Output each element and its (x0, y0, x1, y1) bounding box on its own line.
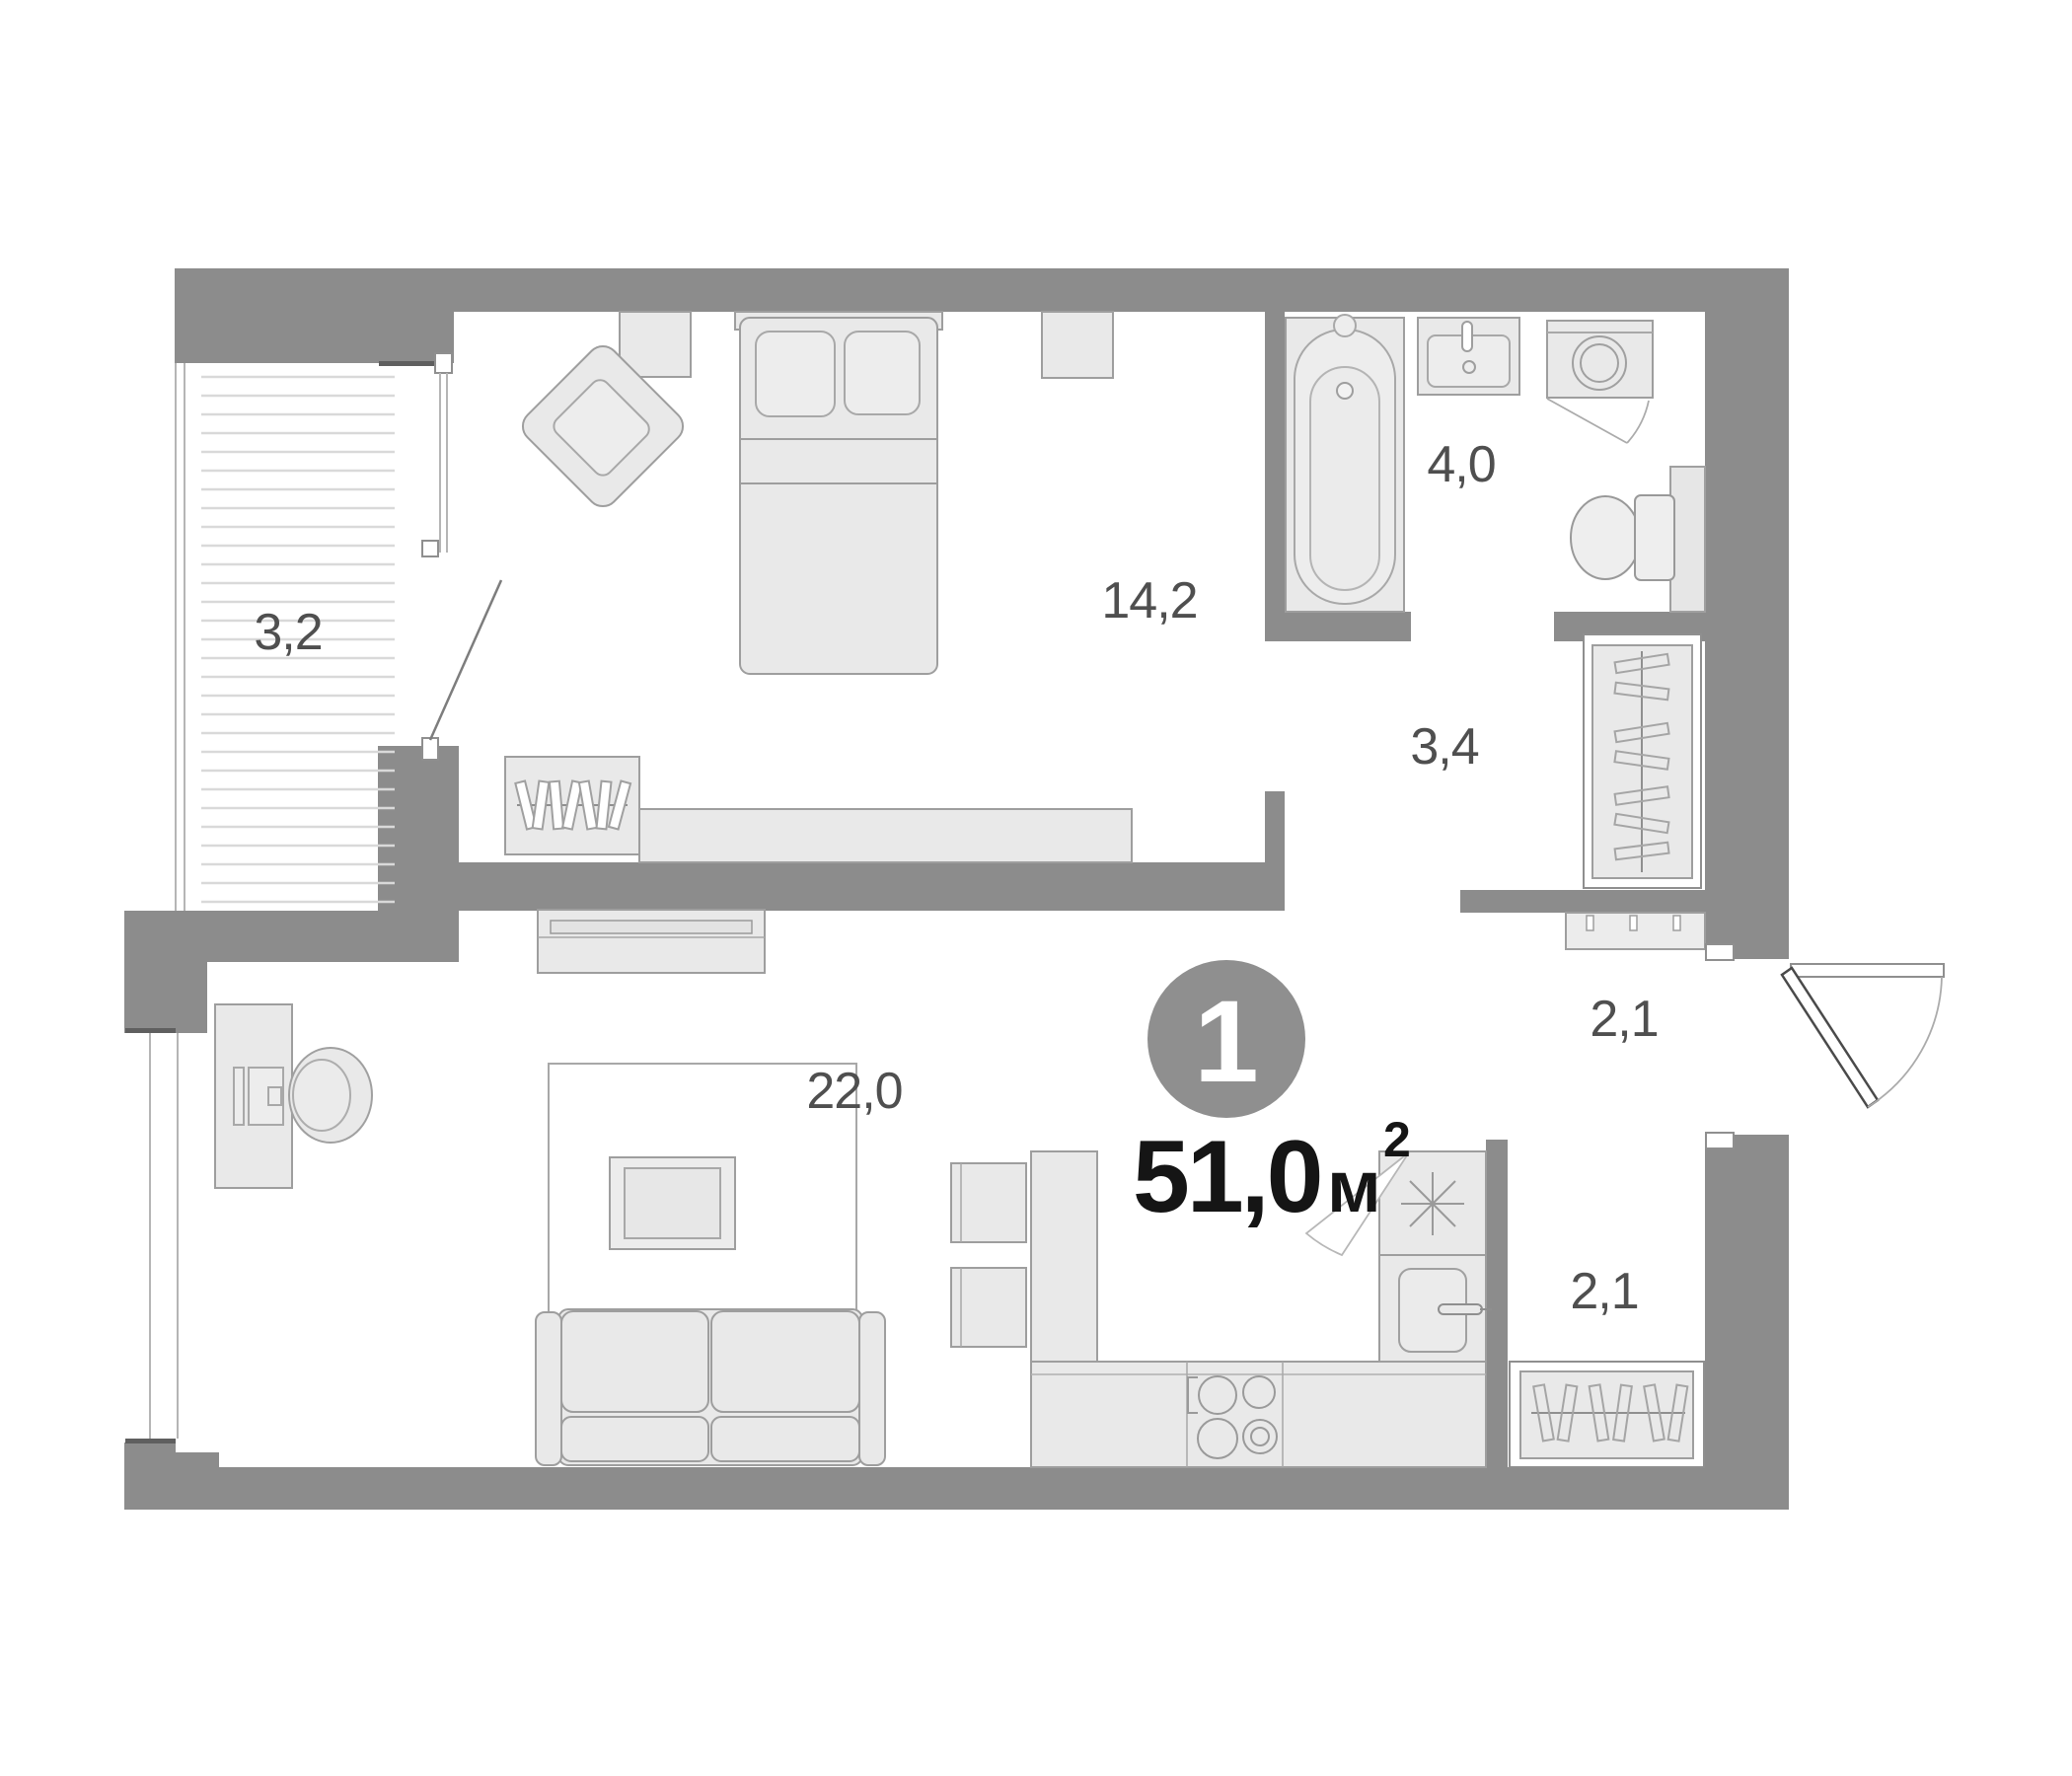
wardrobe-with-hangers (1583, 633, 1702, 889)
kitchen-sink (1378, 1254, 1492, 1363)
living-kitchen (125, 909, 1492, 1468)
room-label-closet: 2,1 (1570, 1263, 1638, 1320)
tv-console (537, 909, 766, 974)
walls (124, 268, 1789, 1510)
bench (638, 808, 1133, 863)
desk (214, 1003, 293, 1189)
tv (550, 920, 753, 934)
sofa (535, 1308, 886, 1466)
balcony (175, 352, 503, 911)
badge-circle (1147, 960, 1305, 1118)
room-label-bedroom: 14,2 (1101, 572, 1197, 629)
room-label-hall: 3,4 (1410, 718, 1478, 776)
nightstand-left (619, 311, 692, 378)
washing-machine (1546, 320, 1654, 444)
kitchen-counter (1030, 1361, 1487, 1468)
desk-chair (288, 1047, 373, 1144)
total-area: 51,0 м 2 (1133, 1112, 1411, 1234)
rooms-count-badge: 1 (1147, 960, 1305, 1118)
closet-rail-hangers (1532, 1383, 1689, 1443)
hall (1565, 633, 1706, 950)
total-area-unit: м (1327, 1146, 1381, 1227)
armchair (521, 344, 685, 508)
bathroom (1285, 314, 1706, 613)
door-open-position (1790, 963, 1945, 978)
total-area-value: 51,0 (1133, 1120, 1320, 1234)
total-area-superscript: 2 (1383, 1112, 1411, 1167)
balcony-door-leaf (428, 579, 503, 741)
door-frame-top (421, 540, 439, 557)
dining-tables (950, 1162, 1027, 1348)
room-label-balcony: 3,2 (254, 604, 322, 661)
tall-cabinet (1030, 1150, 1098, 1363)
room-label-living-kitchen: 22,0 (806, 1063, 902, 1120)
bookshelf (504, 756, 640, 855)
hob-symbol (1401, 1172, 1464, 1235)
door-frame-bottom (421, 737, 439, 761)
entrance-door (1705, 943, 1945, 1149)
living-room-window (125, 1028, 179, 1443)
washbasin (1417, 317, 1520, 396)
nightstand-right (1041, 311, 1114, 379)
window-frame (434, 352, 453, 374)
shoe-bench (1565, 912, 1706, 950)
kitchen (1030, 1150, 1492, 1468)
toilet (1570, 466, 1706, 613)
room-label-entry: 2,1 (1590, 991, 1658, 1048)
cooktop (1187, 1375, 1278, 1459)
balcony-hatch (201, 367, 395, 910)
bathtub (1285, 314, 1405, 613)
double-bed (734, 311, 943, 675)
window-sill (379, 361, 438, 366)
bedroom (504, 311, 1133, 863)
room-label-bathroom: 4,0 (1427, 436, 1495, 493)
closet (1509, 1361, 1705, 1468)
badge-number: 1 (1194, 977, 1259, 1107)
coffee-table (609, 1156, 736, 1250)
cabinet-door-swing (1304, 1151, 1410, 1257)
door-leaf (1780, 966, 1880, 1109)
